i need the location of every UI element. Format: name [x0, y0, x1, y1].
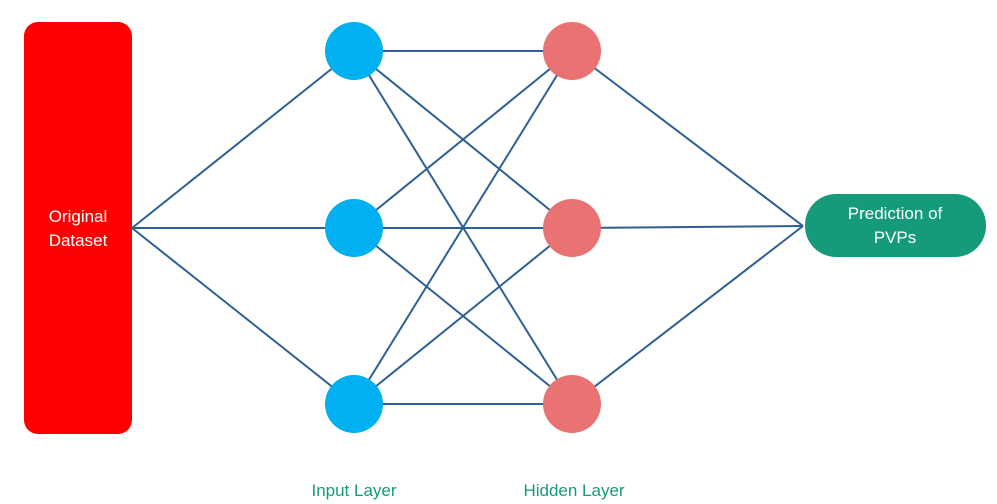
edge-dataset-input-1	[131, 50, 355, 229]
output-label-line1: Prediction of	[848, 204, 943, 223]
edge-hidden1-output	[571, 50, 804, 227]
original-dataset-box: Original Dataset	[24, 22, 132, 434]
edge-input3-hidden1	[353, 50, 573, 405]
output-label-line2: PVPs	[874, 228, 917, 247]
hidden-layer-label: Hidden Layer	[523, 481, 624, 500]
input-node-3	[325, 375, 383, 433]
hidden-node-1	[543, 22, 601, 80]
edge-hidden3-output	[571, 225, 804, 405]
edge-input2-hidden1	[353, 50, 573, 229]
hidden-node-3	[543, 375, 601, 433]
hidden-layer-nodes	[543, 22, 601, 433]
input-node-1	[325, 22, 383, 80]
hidden-node-2	[543, 199, 601, 257]
prediction-output-box: Prediction of PVPs	[805, 194, 986, 257]
dataset-label-line1: Original	[49, 207, 108, 226]
edge-input3-hidden2	[353, 227, 573, 405]
connection-edges	[131, 50, 804, 405]
edge-hidden2-output	[571, 225, 804, 229]
dataset-label-line2: Dataset	[49, 231, 108, 250]
input-layer-nodes	[325, 22, 383, 433]
input-layer-label: Input Layer	[311, 481, 396, 500]
edge-dataset-input-3	[131, 227, 355, 405]
input-node-2	[325, 199, 383, 257]
